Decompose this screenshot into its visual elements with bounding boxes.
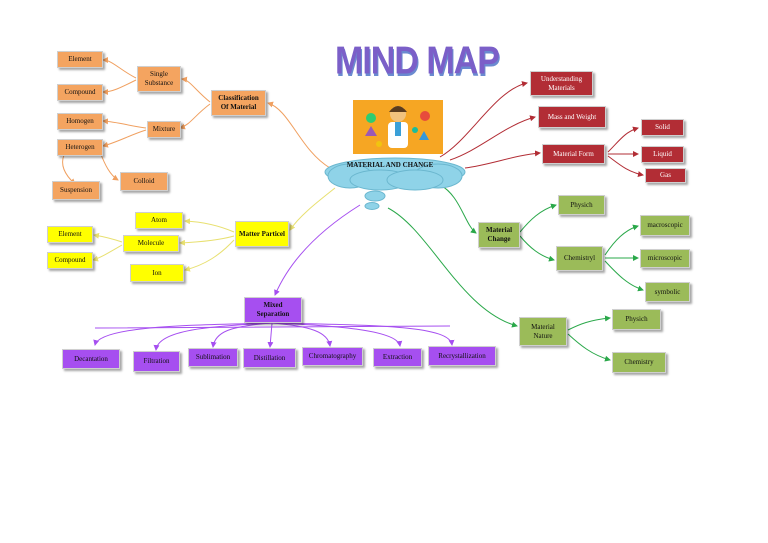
nature-chemistry-node: Chemistry xyxy=(612,352,666,373)
mass-weight-node: Mass and Weight xyxy=(538,106,606,128)
mixed-separation-node: Mixed Separation xyxy=(244,297,302,323)
microscopic-node: microscopic xyxy=(640,249,690,268)
separation-item: Sublimation xyxy=(188,348,238,367)
single-substance-node: Single Substance xyxy=(137,66,181,92)
molecule-node: Molecule xyxy=(123,235,179,252)
symbolic-node: symbolic xyxy=(645,282,690,302)
separation-item: Recrystallization xyxy=(428,346,496,366)
ion-node: Ion xyxy=(130,264,184,282)
compound-node: Compound xyxy=(57,84,103,101)
homogen-node: Homogen xyxy=(57,113,103,130)
separation-item: Filtration xyxy=(133,351,180,372)
change-chemistry-node: Chemistryl xyxy=(556,246,603,271)
understanding-materials-node: Understanding Materials xyxy=(530,71,593,96)
liquid-node: Liquid xyxy=(641,146,684,163)
center-cloud xyxy=(324,157,466,210)
classification-node: Classification Of Material xyxy=(211,90,266,116)
matter-element-node: Element xyxy=(47,226,93,243)
nature-physich-node: Physich xyxy=(612,309,661,330)
separation-item: Chromatography xyxy=(302,347,363,366)
colloid-node: Colloid xyxy=(120,172,168,191)
scientist-illustration xyxy=(353,100,443,154)
atom-node: Atom xyxy=(135,212,183,229)
heterogen-node: Heterogen xyxy=(57,139,103,156)
page-title: MIND MAP xyxy=(335,39,500,83)
suspension-node: Suspension xyxy=(52,181,100,200)
element-node: Element xyxy=(57,51,103,68)
solid-node: Solid xyxy=(641,119,684,136)
separation-item: Distillation xyxy=(243,348,296,368)
material-nature-node: Material Nature xyxy=(519,317,567,346)
separation-item: Decantation xyxy=(62,349,120,369)
separation-item: Extraction xyxy=(373,348,422,367)
center-topic: MATERIAL AND CHANGE xyxy=(346,161,434,169)
gas-node: Gas xyxy=(645,168,686,183)
material-change-node: Material Change xyxy=(478,222,520,248)
mixture-node: Mixture xyxy=(147,121,181,138)
matter-compound-node: Compound xyxy=(47,252,93,269)
material-form-node: Material Form xyxy=(542,144,605,164)
macroscopic-node: macroscopic xyxy=(640,215,690,236)
change-physich-node: Physich xyxy=(558,195,605,215)
matter-particle-node: Matter Particel xyxy=(235,221,289,247)
